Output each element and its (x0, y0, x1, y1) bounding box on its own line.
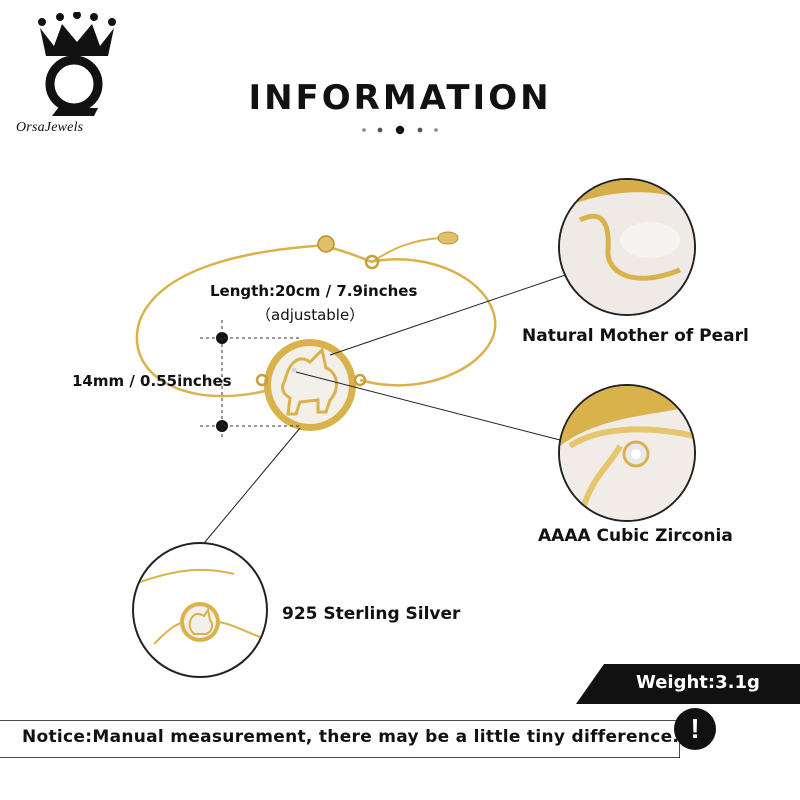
brand-name: OrsaJewels (16, 120, 84, 135)
weight-badge-background (576, 664, 800, 704)
zirconia-zoom-image (558, 384, 696, 522)
notice-text: Notice:Manual measurement, there may be … (22, 727, 680, 747)
length-note: （adjustable） (256, 306, 365, 324)
silver-label: 925 Sterling Silver (282, 604, 461, 624)
diameter-label: 14mm / 0.55inches (72, 372, 232, 390)
silver-zoom-image (132, 542, 268, 678)
pearl-label: Natural Mother of Pearl (522, 326, 749, 346)
title-dots-decoration (362, 125, 438, 135)
zirconia-label: AAAA Cubic Zirconia (538, 526, 733, 546)
weight-label: Weight:3.1g (636, 672, 760, 693)
page-title: INFORMATION (248, 78, 552, 118)
notice-box (0, 720, 680, 758)
pearl-zoom-image (558, 178, 696, 316)
length-label: Length:20cm / 7.9inches (210, 282, 418, 300)
crown-oj-logo-icon (38, 12, 116, 116)
exclamation-icon: ! (674, 708, 716, 750)
